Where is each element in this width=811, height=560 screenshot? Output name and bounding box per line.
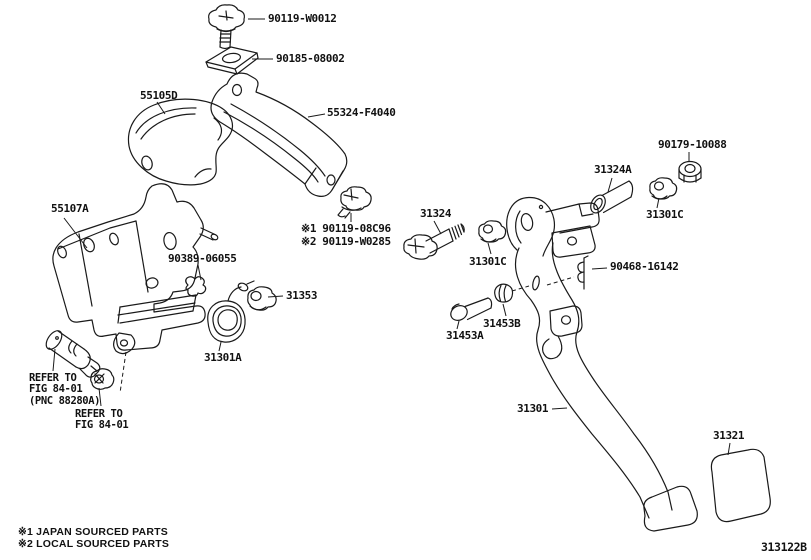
drawing-nut-90179-10088 xyxy=(678,160,702,183)
part-label-31301c-right: 31301C xyxy=(646,208,684,221)
part-label-90468-16142: 90468-16142 xyxy=(610,260,679,273)
drawing-nut-fig84 xyxy=(90,368,115,390)
drawing-bolt-31324 xyxy=(403,223,465,260)
drawing-bush-31301c-left xyxy=(478,220,507,243)
drawing-clip-90468-16142 xyxy=(577,255,589,290)
drawing-bush-31301c-right xyxy=(649,177,678,200)
drawing-switch-pnc88280a xyxy=(45,330,101,378)
part-label-90179-10088: 90179-10088 xyxy=(658,138,727,151)
assembly-dashed-lines xyxy=(119,276,575,394)
part-label-31453b: 31453B xyxy=(483,317,521,330)
drawing-clip-90185-08002 xyxy=(205,46,259,75)
part-label-90185-08002: 90185-08002 xyxy=(276,52,345,65)
part-label-31453a: 31453A xyxy=(446,329,484,342)
part-label-31353: 31353 xyxy=(286,289,318,302)
legend-line-2: ※2 LOCAL SOURCED PARTS xyxy=(18,538,170,550)
part-label-remark-bolts: ※1 90119-08C96 ※2 90119-W0285 xyxy=(301,222,391,248)
part-label-31321: 31321 xyxy=(713,429,745,442)
part-label-31301a: 31301A xyxy=(204,351,242,364)
drawing-pad-31321 xyxy=(710,448,771,523)
drawing-cover-55105d xyxy=(127,98,233,186)
part-label-31324a: 31324A xyxy=(594,163,632,176)
part-label-55105d: 55105D xyxy=(140,89,178,102)
drawing-bolt-remark xyxy=(337,186,372,219)
drawing-clip-90389-06055 xyxy=(185,276,207,297)
part-label-90389-06055: 90389-06055 xyxy=(168,252,237,265)
leader-lines xyxy=(52,18,731,456)
part-label-31301c-left: 31301C xyxy=(469,255,507,268)
part-label-31324: 31324 xyxy=(420,207,452,220)
drawing-pedal-31301 xyxy=(506,196,698,532)
part-label-90119-w0012: 90119-W0012 xyxy=(268,12,337,25)
part-label-31301: 31301 xyxy=(517,402,549,415)
drawing-collar-31324a xyxy=(590,180,634,214)
drawing-pin-31453a xyxy=(450,297,493,321)
drawing-bracket-55107a xyxy=(52,183,219,355)
drawing-brace-55324-f4040 xyxy=(210,72,348,197)
drawing-bush-31453b xyxy=(494,283,514,303)
legend-line-1: ※1 JAPAN SOURCED PARTS xyxy=(18,526,168,538)
drawing-damper-31353 xyxy=(247,286,277,311)
part-label-55107a: 55107A xyxy=(51,202,89,215)
note-refer-fig84-nut: REFER TO FIG 84-01 xyxy=(75,408,129,432)
drawing-bolt-90119-w0012 xyxy=(208,4,245,50)
drawing-spring-31301a xyxy=(207,280,255,343)
figure-code: 313122B xyxy=(761,540,807,554)
part-label-55324-f4040: 55324-F4040 xyxy=(327,106,396,119)
note-refer-fig84-switch: REFER TO FIG 84-01 (PNC 88280A) xyxy=(29,372,101,407)
